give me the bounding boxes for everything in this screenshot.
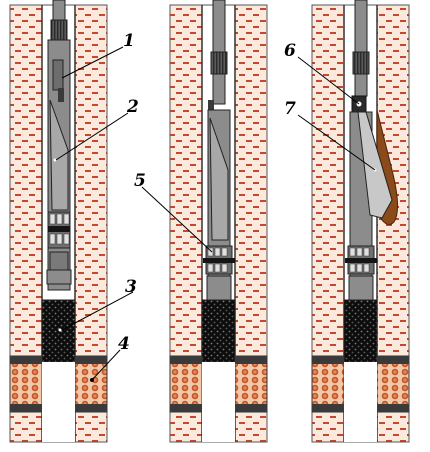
anchor-slips-set [345, 246, 377, 274]
productive-zone-left [10, 356, 42, 412]
anchor-slips-set [203, 246, 235, 274]
callout-4: 4 [118, 334, 130, 354]
callout-1: 1 [123, 31, 135, 51]
drill-pipe [53, 0, 65, 20]
callout-6: 6 [284, 41, 296, 61]
productive-zone-right [75, 356, 107, 412]
callout-3: 3 [125, 277, 137, 297]
callout-5: 5 [134, 171, 146, 191]
anchor-slips [48, 212, 70, 248]
thread-coupling [51, 20, 67, 40]
callout-7: 7 [284, 99, 296, 119]
well-stage-2 [170, 0, 267, 442]
well-stage-3 [312, 0, 409, 442]
well-stage-1 [10, 0, 107, 442]
callout-2: 2 [126, 97, 139, 117]
gravel-pack [42, 300, 75, 362]
